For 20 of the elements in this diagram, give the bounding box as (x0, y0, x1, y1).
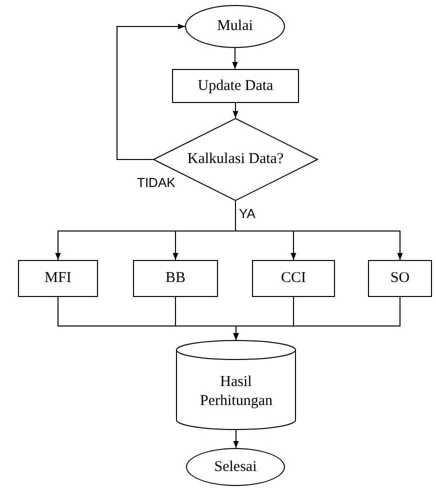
arrow (232, 102, 238, 118)
node-label: Update Data (198, 76, 274, 96)
arrow (235, 200, 403, 260)
node-label: BB (165, 269, 186, 288)
process-box (368, 260, 432, 297)
node-label: MFI (44, 269, 72, 288)
node-label: Selesai (214, 458, 257, 476)
arrow (116, 24, 186, 160)
arrow (233, 430, 239, 448)
node-label: SO (390, 269, 410, 288)
node-label: Hasil Perhitungan (200, 373, 272, 411)
arrow (233, 296, 400, 340)
process-box (252, 260, 335, 297)
process-box (133, 260, 218, 297)
node-label: CCI (280, 269, 306, 288)
process-box (18, 260, 98, 297)
process-box (172, 69, 299, 103)
node-label: Kalkulasi Data? (187, 150, 284, 169)
node-label: Mulai (217, 17, 253, 36)
arrow (232, 48, 238, 70)
